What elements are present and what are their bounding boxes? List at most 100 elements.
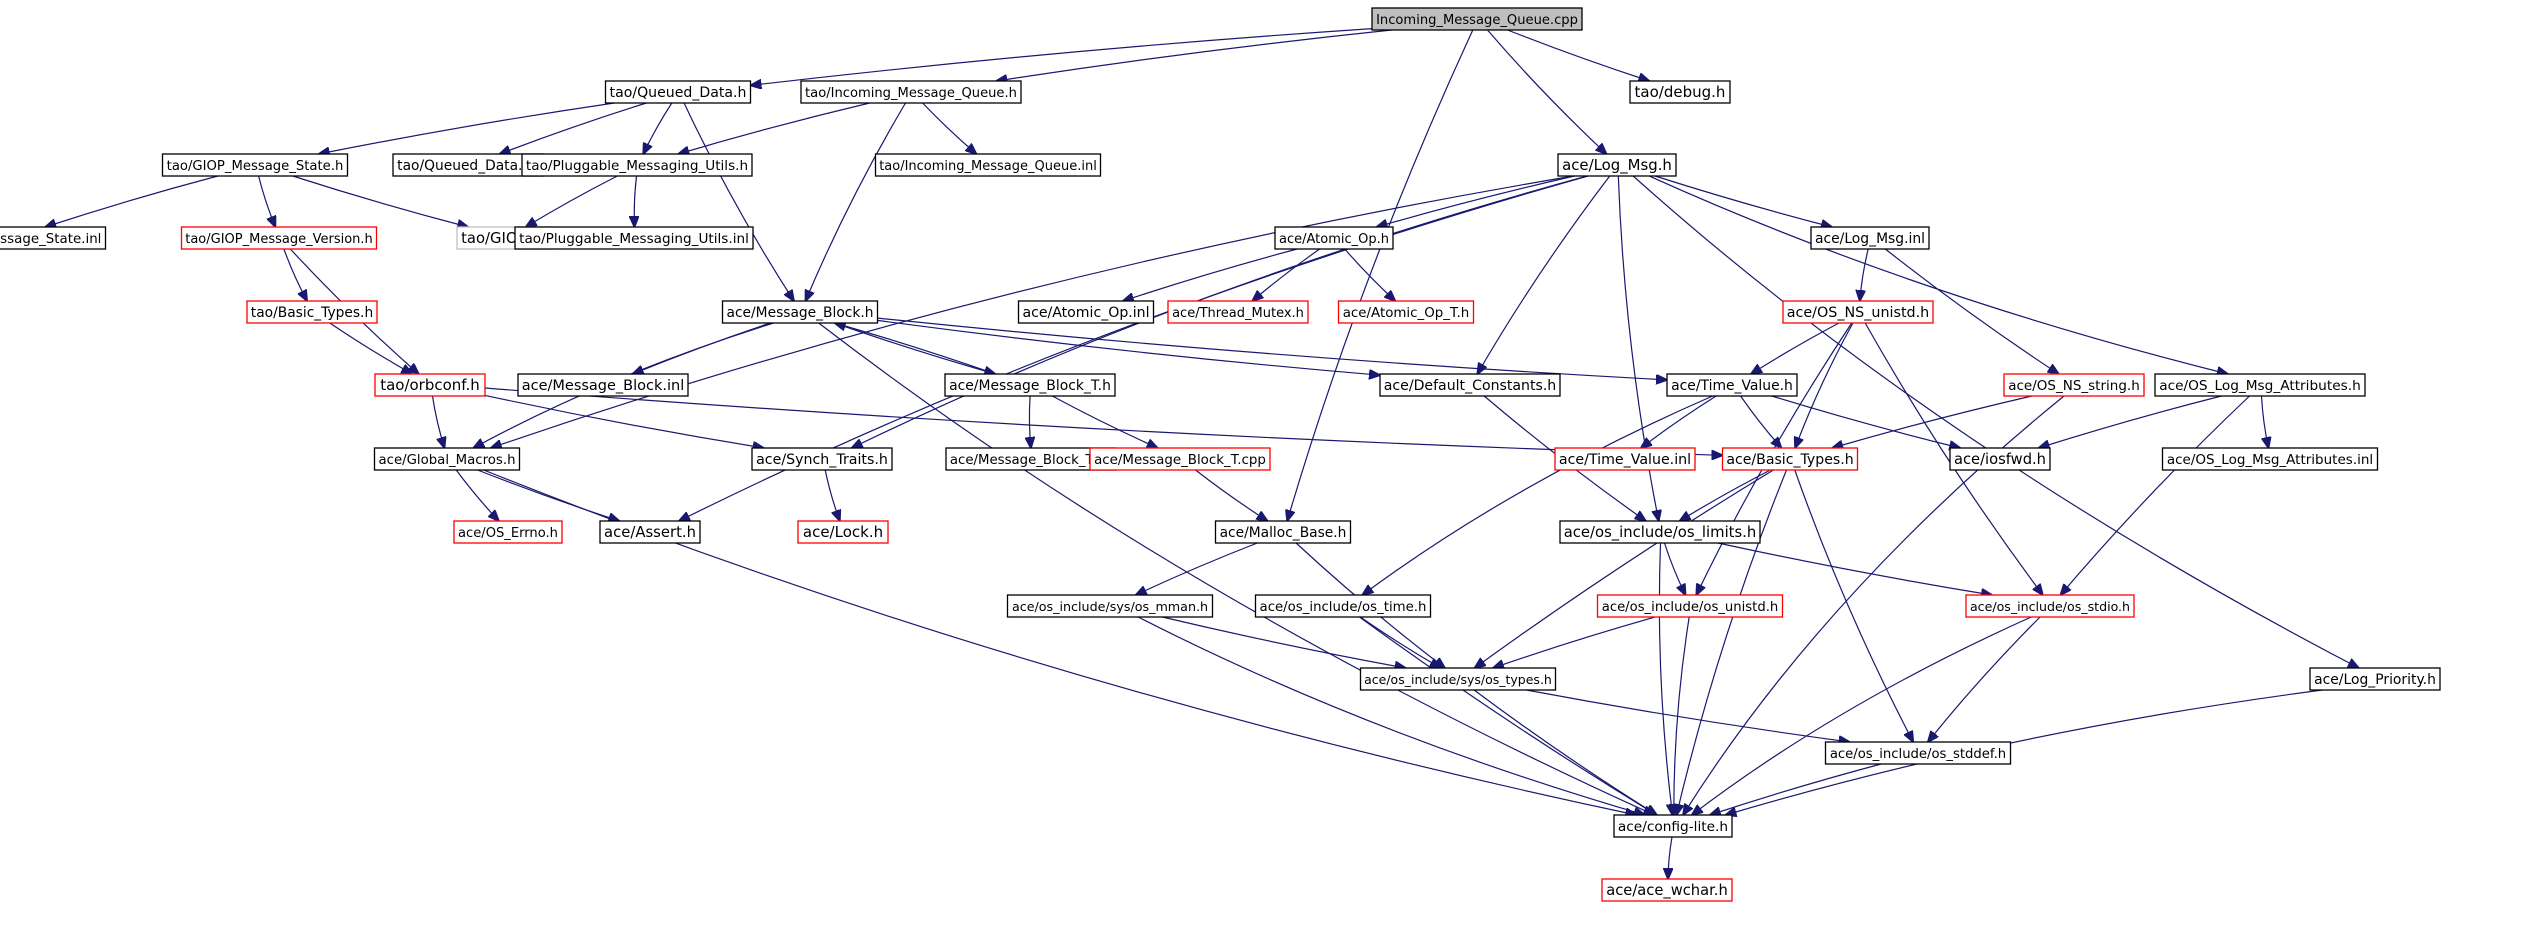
node-box — [1824, 741, 2012, 765]
edge-message_block_h-to-message_block_inl — [633, 322, 771, 374]
edge-log_msg_inl-to-os_ns_unistd_h — [1860, 248, 1869, 301]
edge-os_time_h-to-config_lite_h — [1359, 616, 1657, 815]
node-box — [373, 447, 521, 471]
node-label: ace/Log_Priority.h — [2314, 672, 2436, 688]
node-os-unistd-h[interactable]: ace/os_include/os_unistd.h — [1596, 594, 1784, 618]
edge-tao_orbconf_h-to-global_macros_h — [431, 395, 445, 448]
node-queued-data-inl[interactable]: tao/Queued_Data.inl — [392, 153, 544, 177]
node-label: ace/os_include/os_stddef.h — [1830, 747, 2006, 762]
node-os-errno-h[interactable]: ace/OS_Errno.h — [453, 520, 563, 544]
node-box — [1274, 226, 1394, 250]
node-box — [1949, 447, 2051, 471]
node-ace-wchar-h[interactable]: ace/ace_wchar.h — [1601, 878, 1733, 902]
edge-root-to-tao_debug_h — [1507, 29, 1650, 81]
node-atomic-op-inl[interactable]: ace/Atomic_Op.inl — [1017, 300, 1155, 324]
node-box — [1379, 373, 1561, 397]
edge-atomic_op_h-to-atomic_op_t_h — [1344, 248, 1396, 301]
node-label: ace/Basic_Types.h — [1726, 452, 1853, 468]
node-label: ace/OS_NS_unistd.h — [1787, 305, 1929, 321]
edge-log_msg_h-to-log_priority_h — [1632, 175, 2359, 668]
node-global-macros-h[interactable]: ace/Global_Macros.h — [373, 447, 521, 471]
edge-os_log_msg_attr_h-to-os_log_msg_attr_inl — [2260, 395, 2269, 448]
node-os-log-msg-attr-h[interactable]: ace/OS_Log_Msg_Attributes.h — [2154, 373, 2366, 397]
edge-message_block_h-to-message_block_t_h — [834, 322, 996, 374]
node-atomic-op-t-h[interactable]: ace/Atomic_Op_T.h — [1337, 300, 1475, 324]
node-thread-mutex-h[interactable]: ace/Thread_Mutex.h — [1167, 300, 1309, 324]
node-box — [604, 80, 752, 104]
node-box — [2003, 373, 2145, 397]
node-time-value-h[interactable]: ace/Time_Value.h — [1666, 373, 1798, 397]
node-pmu-h[interactable]: tao/Pluggable_Messaging_Utils.h — [521, 153, 753, 177]
node-os-mman-h[interactable]: ace/os_include/sys/os_mman.h — [1006, 594, 1214, 618]
node-tao-basic-types-h[interactable]: tao/Basic_Types.h — [246, 300, 378, 324]
node-iosfwd-h[interactable]: ace/iosfwd.h — [1949, 447, 2051, 471]
node-os-stdio-h[interactable]: ace/os_include/os_stdio.h — [1965, 594, 2135, 618]
edge-log_msg_h-to-global_macros_h — [491, 175, 1574, 448]
node-label: ace/Assert.h — [604, 524, 696, 541]
edge-log_priority_h-to-config_lite_h — [1726, 689, 2323, 815]
node-box — [1559, 520, 1761, 544]
node-box — [1629, 80, 1731, 104]
node-message-block-t-inl[interactable]: ace/Message_Block_T.inl — [945, 447, 1117, 471]
node-queued-data-h[interactable]: tao/Queued_Data.h — [604, 80, 752, 104]
node-synch-traits-h[interactable]: ace/Synch_Traits.h — [751, 447, 893, 471]
node-os-time-h[interactable]: ace/os_include/os_time.h — [1254, 594, 1432, 618]
edge-os_limits_h-to-os_unistd_h — [1663, 542, 1686, 595]
node-box — [1596, 594, 1784, 618]
node-ace-basic-types-h[interactable]: ace/Basic_Types.h — [1721, 447, 1859, 471]
node-os-types-h[interactable]: ace/os_include/sys/os_types.h — [1359, 667, 1557, 691]
node-box — [1359, 667, 1557, 691]
node-box — [521, 153, 753, 177]
node-pmu-inl[interactable]: tao/Pluggable_Messaging_Utils.inl — [514, 226, 754, 250]
edge-os_ns_unistd_h-to-time_value_h — [1751, 322, 1840, 374]
node-log-msg-inl[interactable]: ace/Log_Msg.inl — [1810, 226, 1930, 250]
node-label: ace/Default_Constants.h — [1384, 378, 1556, 394]
node-os-ns-unistd-h[interactable]: ace/OS_NS_unistd.h — [1782, 300, 1934, 324]
edge-time_value_h-to-os_time_h — [1362, 395, 1713, 595]
node-log-msg-h[interactable]: ace/Log_Msg.h — [1557, 153, 1677, 177]
node-default-constants-h[interactable]: ace/Default_Constants.h — [1379, 373, 1561, 397]
node-box — [944, 373, 1116, 397]
node-message-block-inl[interactable]: ace/Message_Block.inl — [517, 373, 689, 397]
node-time-value-inl[interactable]: ace/Time_Value.inl — [1554, 447, 1696, 471]
node-box — [1337, 300, 1475, 324]
node-message-block-t-h[interactable]: ace/Message_Block_T.h — [944, 373, 1116, 397]
node-atomic-op-h[interactable]: ace/Atomic_Op.h — [1274, 226, 1394, 250]
node-label: tao/Basic_Types.h — [251, 305, 373, 321]
node-label: tao/debug.h — [1635, 83, 1726, 101]
edge-os_log_msg_attr_h-to-os_stdio_h — [2061, 395, 2250, 595]
edge-os_ns_string_h-to-ace_basic_types_h — [1832, 395, 2032, 448]
node-box — [453, 520, 563, 544]
node-box — [1554, 447, 1696, 471]
node-tao-imq-inl[interactable]: tao/Incoming_Message_Queue.inl — [874, 153, 1102, 177]
node-tao-imq-h[interactable]: tao/Incoming_Message_Queue.h — [800, 80, 1022, 104]
node-giop-ms-inl[interactable]: tao/GIOP_Message_State.inl — [0, 226, 107, 250]
node-tao-orbconf-h[interactable]: tao/orbconf.h — [374, 373, 486, 397]
node-os-ns-string-h[interactable]: ace/OS_NS_string.h — [2003, 373, 2145, 397]
node-lock-h[interactable]: ace/Lock.h — [797, 520, 889, 544]
node-config-lite-h[interactable]: ace/config-lite.h — [1613, 814, 1733, 838]
node-label: ace/Log_Msg.inl — [1815, 231, 1925, 247]
node-giop-ms-h[interactable]: tao/GIOP_Message_State.h — [161, 153, 349, 177]
edge-os_time_h-to-os_types_h — [1359, 616, 1440, 668]
edge-malloc_base_h-to-os_mman_h — [1136, 542, 1258, 595]
node-os-stddef-h[interactable]: ace/os_include/os_stddef.h — [1824, 741, 2012, 765]
node-malloc-base-h[interactable]: ace/Malloc_Base.h — [1214, 520, 1352, 544]
node-label: ace/os_include/os_unistd.h — [1602, 600, 1779, 615]
node-label: tao/Queued_Data.inl — [397, 158, 539, 174]
node-label: ace/Message_Block.h — [727, 305, 874, 321]
node-label: ace/os_include/os_stdio.h — [1970, 599, 2130, 614]
node-assert-h[interactable]: ace/Assert.h — [599, 520, 701, 544]
node-message-block-h[interactable]: ace/Message_Block.h — [721, 300, 879, 324]
node-os-log-msg-attr-inl[interactable]: ace/OS_Log_Msg_Attributes.inl — [2161, 447, 2379, 471]
edge-os_stdio_h-to-config_lite_h — [1692, 616, 2032, 815]
node-tao-debug-h[interactable]: tao/debug.h — [1629, 80, 1731, 104]
node-giop-mv-h[interactable]: tao/GIOP_Message_Version.h — [180, 226, 378, 250]
node-os-limits-h[interactable]: ace/os_include/os_limits.h — [1559, 520, 1761, 544]
node-message-block-t-cpp[interactable]: ace/Message_Block_T.cpp — [1089, 447, 1271, 471]
edge-config_lite_h-to-ace_wchar_h — [1668, 836, 1672, 879]
node-label: ace/config-lite.h — [1618, 819, 1728, 835]
node-box — [161, 153, 349, 177]
edge-root-to-malloc_base_h — [1287, 29, 1474, 521]
node-log-priority-h[interactable]: ace/Log_Priority.h — [2309, 667, 2441, 691]
